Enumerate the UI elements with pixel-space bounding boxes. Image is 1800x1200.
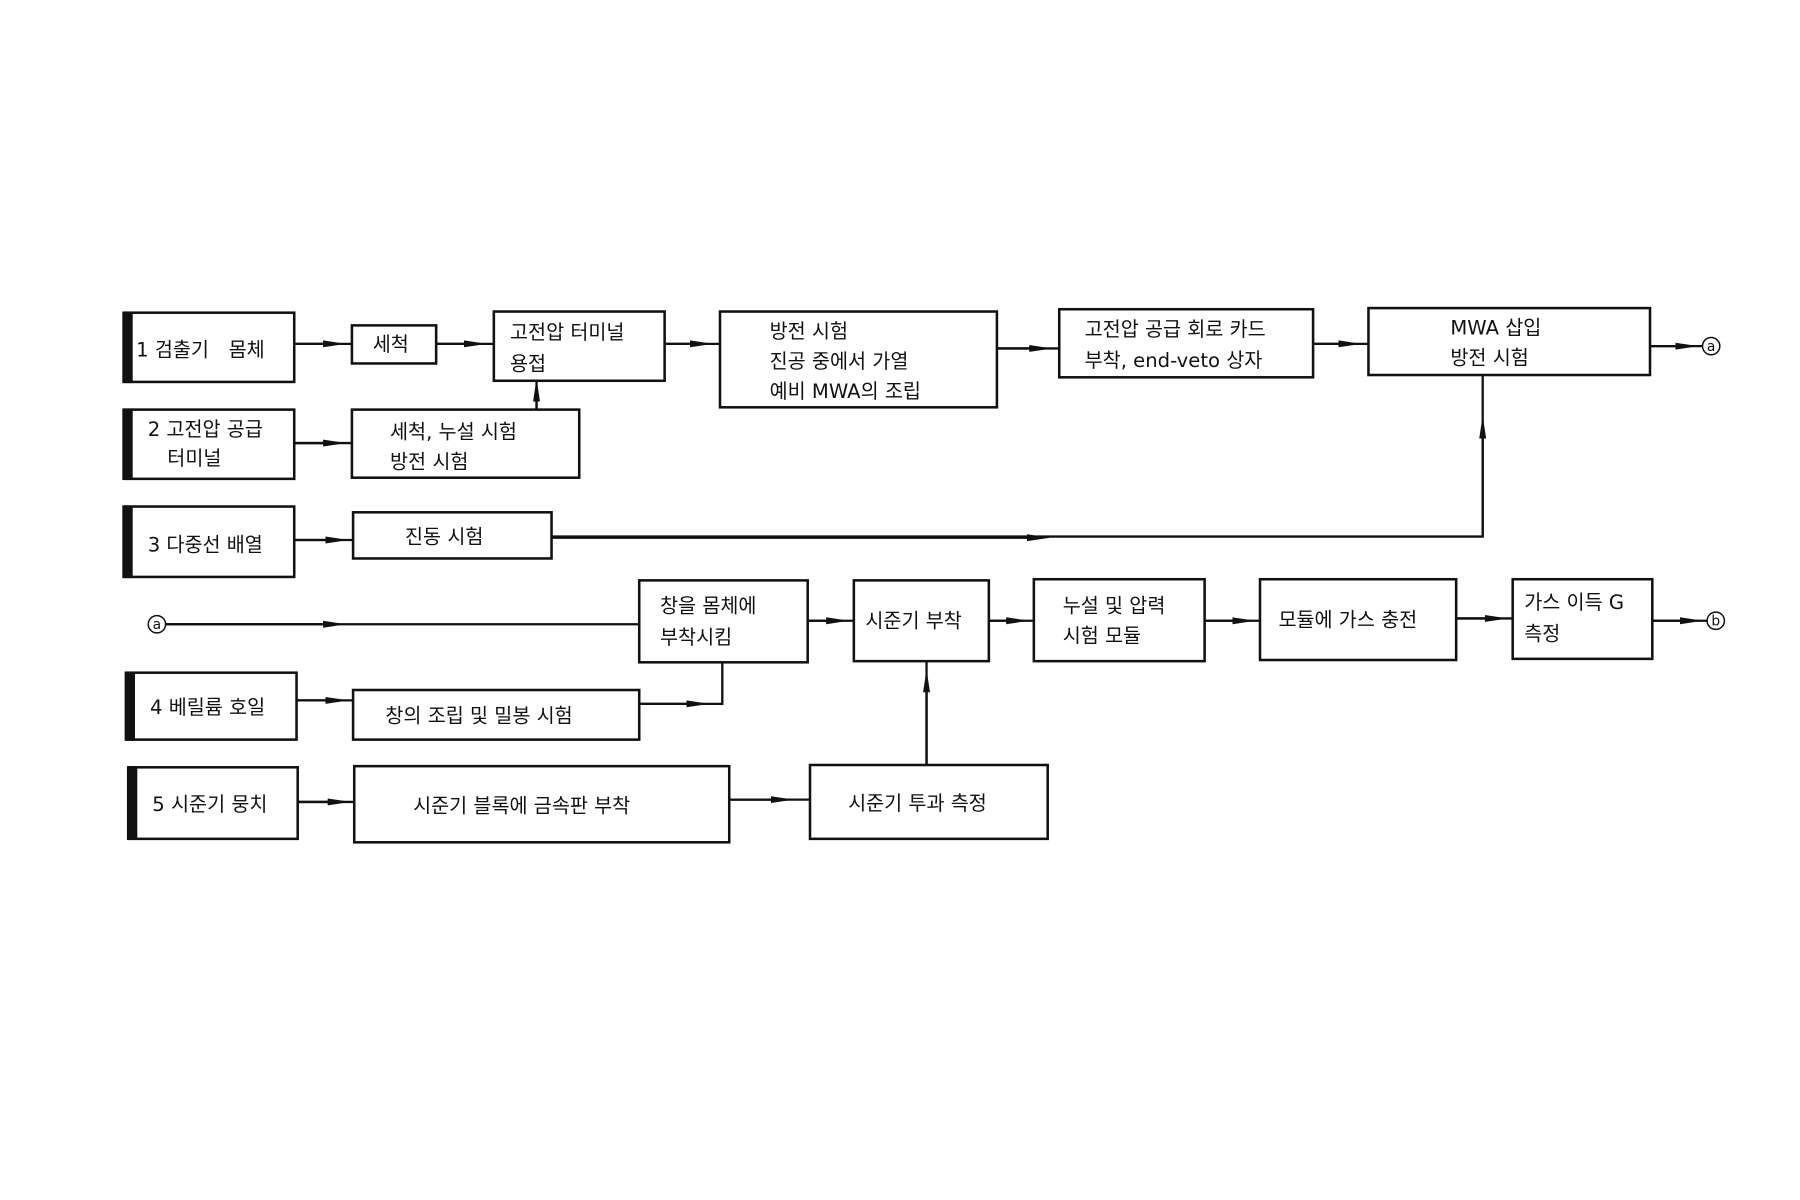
step-label: 고전압 공급 회로 카드 <box>1085 318 1266 341</box>
box-border <box>350 324 438 365</box>
box-border <box>351 511 553 560</box>
connector-circle <box>1701 336 1721 356</box>
step-label: 세척, 누설 시험 <box>390 420 517 443</box>
step-label: 누설 및 압력 <box>1063 595 1166 618</box>
step-gas-gain-measure: 가스 이득 G 측정 <box>1511 577 1654 661</box>
step-mwa-insert: MWA 삽입 방전 시험 <box>1367 306 1652 377</box>
step-label: 모듈에 가스 충전 <box>1278 609 1417 632</box>
step-label: 시준기 투과 측정 <box>848 792 987 815</box>
connector-b-out: b <box>1706 611 1726 631</box>
step-window-attach: 창을 몸체에 부착시킴 <box>637 579 809 664</box>
flow-arrow <box>551 374 1484 538</box>
step-label: 방전 시험 <box>1450 347 1528 370</box>
flow-lines <box>166 340 1707 806</box>
step-collimator-attach: 시준기 부착 <box>852 579 991 663</box>
step-label: a <box>1707 339 1715 355</box>
box-border <box>852 579 991 663</box>
box-border <box>1032 577 1206 663</box>
step-label: 시험 모듈 <box>1063 625 1141 648</box>
source-marker-bar <box>122 408 133 480</box>
step-hv-card: 고전압 공급 회로 카드 부착, end-veto 상자 <box>1057 307 1315 379</box>
box-border <box>637 579 809 664</box>
step-vibration-test: 진동 시험 <box>351 511 553 560</box>
box-border <box>718 310 999 409</box>
source-label: 4 베릴륨 호일 <box>150 696 265 719</box>
source-hv-terminal: 2 고전압 공급 터미널 <box>122 408 296 481</box>
box-border <box>350 408 581 479</box>
step-window-seal-test: 창의 조립 및 밀봉 시험 <box>351 688 641 741</box>
source-detector-body: 1 검출기 몸체 <box>122 311 296 384</box>
box-border <box>352 764 731 844</box>
box-border <box>1057 307 1315 379</box>
step-label: 시준기 부착 <box>865 610 961 633</box>
connector-a-in: a <box>147 614 167 634</box>
box-border <box>125 671 298 741</box>
box-border <box>1511 577 1654 661</box>
connector-circle <box>1706 611 1726 631</box>
step-label: 시준기 블록에 금속판 부착 <box>413 794 630 817</box>
source-label: 5 시준기 뭉치 <box>152 793 267 816</box>
step-label: 창을 몸체에 <box>660 595 756 618</box>
source-multiwire-array: 3 다중선 배열 <box>122 505 296 579</box>
step-gas-fill: 모듈에 가스 충전 <box>1258 577 1458 662</box>
step-label: 예비 MWA의 조립 <box>770 380 921 403</box>
box-border <box>492 310 666 383</box>
step-label: 측정 <box>1524 622 1560 645</box>
step-label: 진공 중에서 가열 <box>770 350 909 373</box>
source-marker-bar <box>126 766 138 840</box>
source-collimator: 5 시준기 뭉치 <box>126 766 299 841</box>
step-label: 세척 <box>373 333 409 356</box>
step-label: 진동 시험 <box>405 525 483 548</box>
step-label: 부착, end-veto 상자 <box>1085 349 1263 372</box>
step-discharge-bake-assembly: 방전 시험 진공 중에서 가열 예비 MWA의 조립 <box>718 310 999 409</box>
step-clean-leak-test: 세척, 누설 시험 방전 시험 <box>350 408 581 479</box>
source-label: 2 고전압 공급 <box>148 418 263 441</box>
step-label: a <box>153 617 161 633</box>
source-marker-bar <box>122 311 133 384</box>
box-border <box>123 311 296 384</box>
step-label: 부착시킴 <box>660 626 732 649</box>
step-label: 창의 조립 및 밀봉 시험 <box>385 704 572 727</box>
source-marker-bar <box>122 505 133 579</box>
step-label: b <box>1711 613 1720 629</box>
flow-arrow <box>639 662 724 705</box>
source-label: 3 다중선 배열 <box>148 534 263 557</box>
step-label: 방전 시험 <box>770 320 848 343</box>
step-hv-terminal-weld: 고전압 터미널 용접 <box>492 310 666 383</box>
box-border <box>351 688 641 741</box>
box-border <box>127 766 299 841</box>
step-label: 용접 <box>510 352 546 375</box>
box-border <box>1258 577 1458 662</box>
source-label: 1 검출기 몸체 <box>136 339 265 362</box>
box-border <box>1367 306 1652 377</box>
source-marker-bar <box>124 671 135 741</box>
step-label: 가스 이득 G <box>1524 591 1624 614</box>
step-transmission-measure: 시준기 투과 측정 <box>808 763 1049 841</box>
step-label: MWA 삽입 <box>1450 317 1541 340</box>
connector-circle <box>147 614 167 634</box>
source-beryllium-foil: 4 베릴륨 호일 <box>124 671 298 741</box>
source-label: 터미널 <box>167 447 221 470</box>
box-border <box>808 763 1049 841</box>
connector-a-out: a <box>1701 336 1721 356</box>
step-leak-pressure-test: 누설 및 압력 시험 모듈 <box>1032 577 1206 663</box>
box-border <box>123 505 296 579</box>
step-foil-attach: 시준기 블록에 금속판 부착 <box>352 764 731 844</box>
step-label: 방전 시험 <box>390 450 468 473</box>
step-label: 고전압 터미널 <box>510 321 624 344</box>
step-clean: 세척 <box>350 324 438 365</box>
